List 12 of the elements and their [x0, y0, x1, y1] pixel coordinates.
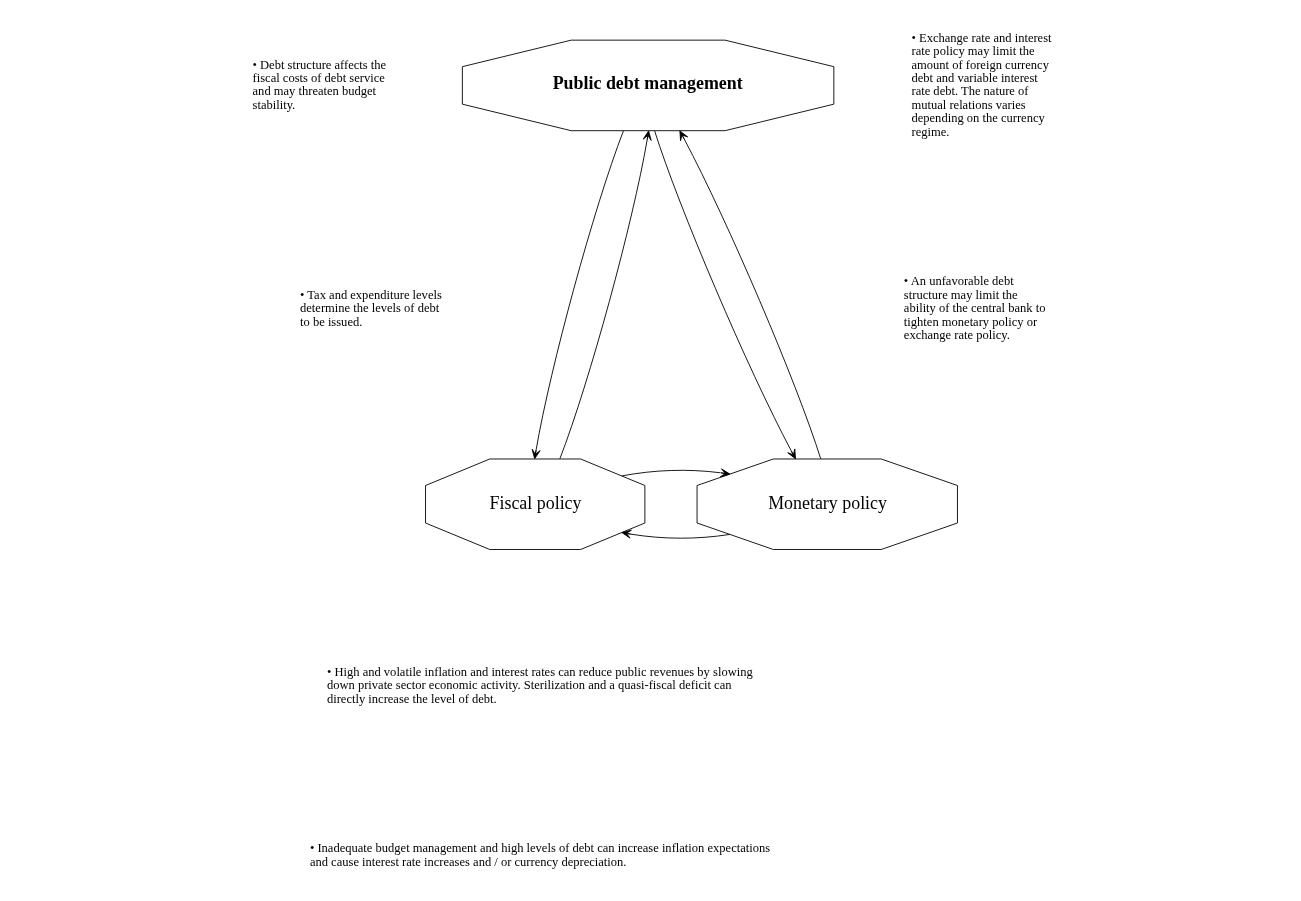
arrow — [653, 130, 796, 460]
arrow — [531, 130, 624, 460]
arrow — [620, 529, 730, 539]
arrow — [620, 468, 730, 478]
arrow — [678, 130, 821, 460]
label: • Tax and expenditure levels determine the levels of debt to be issued. — [299, 287, 442, 329]
label: • Inadequate budget management and high levels of debt can increase inflation expectations and cause interest rate increases and / or currency depreciation. — [309, 841, 770, 869]
arrow — [558, 130, 652, 460]
label: • Exchange rate and interest rate policy may limit the amount of foreign currency debt and variable interest rate debt. The nature of mutual relations varies depending on the currency regime. — [910, 30, 1052, 139]
label: • High and volatile inflation and interest rates can reduce public revenues by slowing down private sector economic activity. Sterilization and a quasi-fiscal deficit can directly increase the level of debt. — [326, 665, 753, 706]
label: • An unfavorable debt structure may limit the ability of the central bank to tighten monetary policy or exchange rate policy. — [903, 274, 1045, 343]
label: • Debt structure affects the fiscal costs of debt service and may threaten budget stability. — [252, 57, 386, 112]
